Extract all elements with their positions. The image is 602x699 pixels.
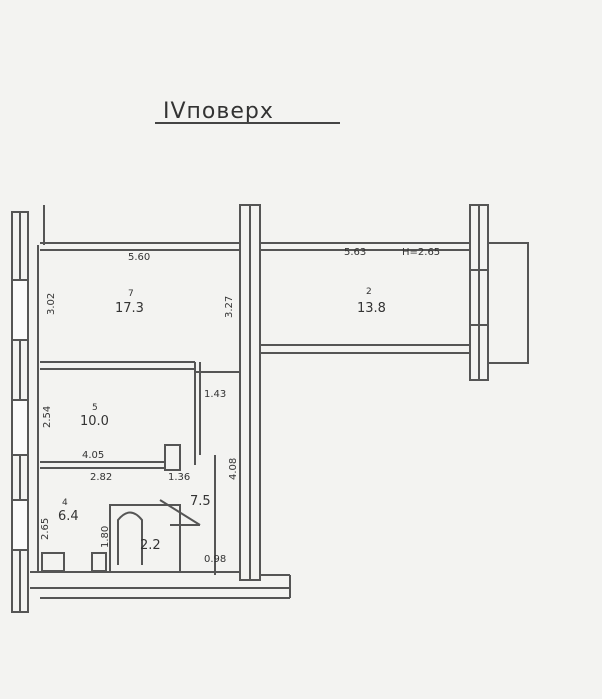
window-3 xyxy=(11,499,29,551)
kitchen-area: 6.4 xyxy=(58,509,79,524)
room2-number: 2 xyxy=(366,287,372,297)
dim-bath-2: 1.80 xyxy=(100,526,111,548)
stove xyxy=(41,552,65,572)
dim-corridor-length: 4.08 xyxy=(228,458,239,480)
balcony xyxy=(487,242,529,364)
room5-number: 5 xyxy=(92,403,98,413)
bath-area: 2.2 xyxy=(140,538,161,553)
corridor-area: 7.5 xyxy=(190,494,211,509)
dim-corridor-width: 1.43 xyxy=(204,389,226,400)
dim-room7-depth: 3.02 xyxy=(46,293,57,315)
room7-area: 17.3 xyxy=(115,301,144,316)
dim-small: 0.98 xyxy=(204,554,226,565)
window-2 xyxy=(11,399,29,456)
dim-room5-width: 4.05 xyxy=(82,450,104,461)
dim-room7-depth-right: 3.27 xyxy=(224,296,235,318)
room7-number: 7 xyxy=(128,289,134,299)
dim-room2-width: 5.63 xyxy=(344,247,366,258)
dim-kitchen-depth: 2.65 xyxy=(40,518,51,540)
room2-area: 13.8 xyxy=(357,301,386,316)
dim-room5-depth: 2.54 xyxy=(42,406,53,428)
window-1 xyxy=(11,279,29,341)
dim-bath-1: 1.36 xyxy=(168,472,190,483)
dim-room7-width: 5.60 xyxy=(128,252,150,263)
room2-height: H=2.65 xyxy=(402,247,440,258)
floor-title: IVповерх xyxy=(163,99,274,124)
dim-kitchen-width: 2.82 xyxy=(90,472,112,483)
sink xyxy=(91,552,107,572)
room5-area: 10.0 xyxy=(80,414,109,429)
kitchen-number: 4 xyxy=(62,498,68,508)
